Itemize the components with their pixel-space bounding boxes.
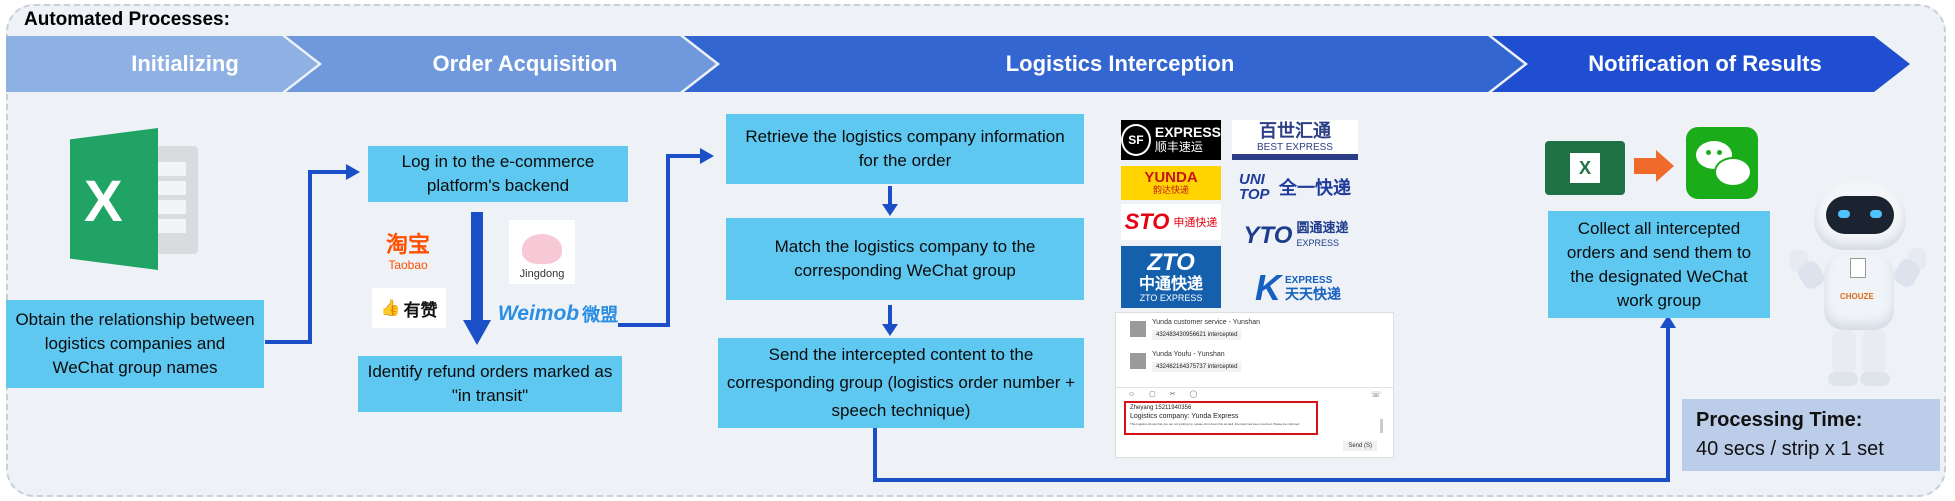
step-retrieve-logistics: Retrieve the logistics company informati… (726, 114, 1084, 184)
sf-express-logo: SF EXPRESS 顺丰速运 (1121, 120, 1221, 160)
yto-sub-text: EXPRESS (1296, 238, 1339, 248)
page-title: Automated Processes: (24, 9, 230, 30)
processing-time-value: 40 secs / strip x 1 set (1696, 438, 1884, 460)
arrowhead-send (882, 324, 898, 336)
uni-en-text: UNI TOP (1239, 171, 1270, 203)
robot-mascot: CHOUZE (1790, 162, 1930, 392)
yto-logo: YTO 圆通速递 EXPRESS (1236, 216, 1356, 256)
tiantian-cn-text: 天天快递 (1285, 287, 1341, 303)
youzan-text: 有赞 (403, 300, 438, 321)
chat-msg2-name: Yunda Youfu - Yunshan (1152, 351, 1225, 358)
jingdong-text: Jingdong (519, 268, 565, 280)
excel-small-letter: X (1570, 153, 1600, 183)
best-cn-text: 百世汇通 (1259, 120, 1331, 142)
connector-send-to-collect (873, 324, 1670, 482)
down-arrow-shaft (471, 212, 483, 322)
zto-logo: ZTO 中通快递 ZTO EXPRESS (1121, 246, 1221, 308)
chat-scrollbar[interactable] (1380, 419, 1383, 433)
chat-msg1-name: Yunda customer service - Yunshan (1152, 319, 1261, 326)
chat-draft-line3: This logistics shows that you are not pi… (1130, 422, 1300, 426)
yunda-en-text: YUNDA (1144, 169, 1198, 186)
tiantian-logo: K EXPRESS 天天快递 (1236, 266, 1360, 310)
chat-draft-line2: Logistics company: Yunda Express (1130, 413, 1239, 420)
taobao-logo: 淘宝 Taobao (378, 230, 438, 276)
avatar (1130, 353, 1146, 369)
robot-chest-label: CHOUZE (1840, 292, 1874, 301)
jingdong-mascot-icon (522, 234, 562, 264)
yto-cn-text: 圆通速递 (1296, 221, 1349, 236)
step-identify-refund-orders: Identify refund orders marked as "in tra… (358, 356, 622, 412)
arrowhead-retrieve (700, 148, 714, 164)
avatar (1130, 321, 1146, 337)
connector-obtain-to-login (265, 170, 350, 344)
robot-head (1814, 180, 1906, 250)
chat-msg1-text: 432483430956621 intercepted (1152, 330, 1242, 340)
step-send-intercepted: Send the intercepted content to the corr… (718, 338, 1084, 428)
step-collect-and-send: Collect all intercepted orders and send … (1548, 211, 1770, 318)
arrowhead-login (346, 164, 360, 180)
stage-label-notification: Notification of Results (1588, 51, 1822, 76)
zto-cn-text: 中通快递 (1138, 274, 1203, 293)
zto-en-text: ZTO (1147, 249, 1195, 276)
chevron-logistics-interception (684, 36, 1524, 92)
zto-sub-text: ZTO EXPRESS (1139, 293, 1203, 303)
wechat-chat-screenshot: Yunda customer service - Yunshan 4324834… (1115, 312, 1394, 458)
yto-en-text: YTO (1243, 222, 1293, 249)
chat-msg2-text: 432462164375737 intercepted (1152, 362, 1242, 372)
yunda-cn-text: 韵达快递 (1152, 186, 1189, 196)
sto-en-text: STO (1124, 209, 1170, 234)
weimob-en-text: Weimob (497, 302, 580, 325)
excel-small-icon: X (1545, 141, 1625, 195)
taobao-en-text: Taobao (388, 258, 428, 272)
weimob-logo: Weimob 微盟 (496, 298, 620, 330)
chat-send-button[interactable]: Send (S) (1343, 441, 1377, 451)
chat-history-icon[interactable]: ☏ (1370, 390, 1381, 399)
stage-label-logistics-interception: Logistics Interception (1005, 51, 1235, 76)
arrowhead-collect (1660, 315, 1676, 328)
orange-arrow-icon (1634, 150, 1674, 182)
jingdong-logo: Jingdong (509, 220, 575, 284)
uni-top-logo: UNI TOP 全一快递 (1232, 170, 1358, 204)
sto-logo: STO 申通快递 (1121, 204, 1221, 240)
wechat-icon (1686, 127, 1758, 199)
sto-cn-text: 申通快递 (1173, 216, 1218, 229)
connector-weimob-to-retrieve (618, 154, 702, 327)
weimob-cn-text: 微盟 (582, 305, 619, 326)
taobao-cn-text: 淘宝 (385, 233, 430, 258)
uni-cn-text: 全一快递 (1279, 178, 1351, 199)
processing-time-label: Processing Time: (1696, 409, 1863, 431)
yunda-logo: YUNDA 韵达快递 (1121, 166, 1221, 200)
robot-body: CHOUZE (1824, 252, 1894, 330)
sf-circle-icon: SF (1121, 124, 1151, 156)
best-en-text: BEST EXPRESS (1257, 141, 1333, 153)
chat-draft-line1: Zheyang 15211940356 (1130, 405, 1192, 411)
excel-large-icon: X (70, 128, 198, 270)
best-express-logo: 百世汇通 BEST EXPRESS (1232, 120, 1358, 160)
stage-label-order-acquisition: Order Acquisition (432, 51, 618, 76)
chevron-initializing (6, 36, 318, 92)
chat-toolbar-icons: ☺ ▢ ✂ ◯ (1128, 391, 1204, 398)
tiantian-en-text: EXPRESS (1285, 275, 1333, 286)
chevron-order-acquisition (286, 36, 716, 92)
excel-letter: X (84, 169, 123, 234)
chat-draft-box[interactable]: Zheyang 15211940356 Logistics company: Y… (1124, 401, 1318, 435)
sf-cn-text: 顺丰速运 (1154, 140, 1203, 154)
chevron-notification (1492, 36, 1910, 92)
step-login-backend: Log in to the e-commerce platform's back… (368, 146, 628, 202)
sf-en-text: EXPRESS (1154, 124, 1221, 140)
processing-time-box: Processing Time: 40 secs / strip x 1 set (1682, 399, 1940, 471)
step-obtain-relationship: Obtain the relationship between logistic… (6, 300, 264, 388)
tiantian-k-icon: K (1255, 267, 1281, 308)
down-arrow-head (463, 320, 491, 345)
youzan-logo: 👍 有赞 (372, 288, 446, 328)
arrowhead-match (882, 204, 898, 216)
stage-label-initializing: Initializing (131, 51, 239, 76)
step-match-wechat-group: Match the logistics company to the corre… (726, 218, 1084, 300)
thumbs-up-icon: 👍 (380, 300, 401, 317)
